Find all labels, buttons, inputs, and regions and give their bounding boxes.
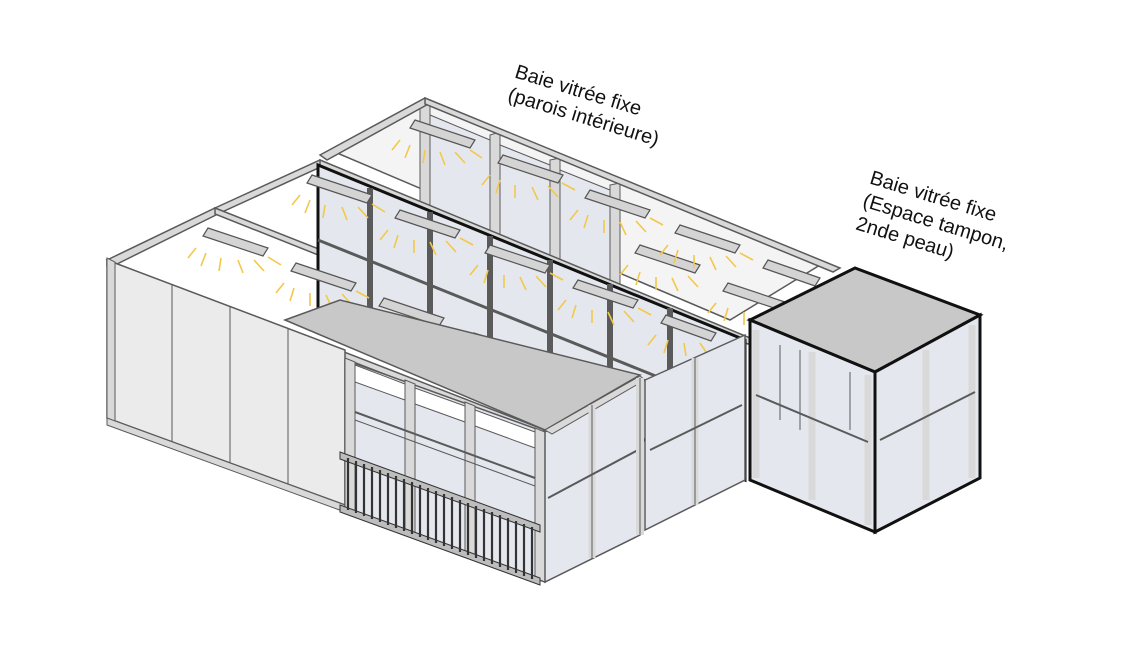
light-fixture [409, 119, 476, 149]
light-fixture [584, 189, 651, 219]
light-fixture [484, 244, 551, 274]
side-glazed-wall [543, 375, 646, 584]
buffer-space-box [746, 266, 984, 535]
light-fixture [497, 154, 564, 184]
light-fixture [394, 209, 461, 239]
light-fixture [290, 262, 357, 292]
light-fixture [634, 244, 701, 274]
balcony-railing [339, 451, 541, 586]
light-fixture [660, 314, 717, 342]
middle-glazed-end [644, 333, 746, 532]
light-fixture [306, 174, 373, 204]
light-fixture [202, 227, 269, 257]
light-fixture [674, 224, 741, 254]
light-fixture [762, 259, 821, 287]
light-fixture [572, 279, 639, 309]
front-roof-slab [282, 299, 642, 431]
